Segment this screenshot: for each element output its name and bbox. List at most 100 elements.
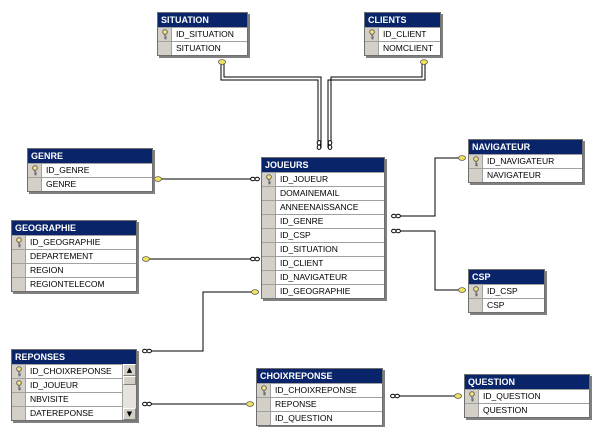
field-row[interactable]: ID_CSP: [262, 228, 384, 242]
table-clients-title[interactable]: CLIENTS: [365, 13, 440, 27]
field-row[interactable]: NBVISITE: [12, 392, 122, 406]
key-end-icon: [251, 289, 259, 295]
field-row[interactable]: REGION: [12, 263, 136, 277]
infinity-end-icon: [142, 401, 152, 407]
table-joueurs-title[interactable]: JOUEURS: [262, 158, 384, 172]
row-selector: [262, 285, 276, 298]
table-csp-title[interactable]: CSP: [469, 270, 544, 284]
key-icon: [262, 173, 276, 186]
field-row[interactable]: REPONSE: [257, 397, 382, 411]
field-name: DEPARTEMENT: [30, 251, 94, 261]
field-row[interactable]: ID_CHOIXREPONSE: [12, 364, 122, 378]
table-choixreponse[interactable]: CHOIXREPONSE ID_CHOIXREPONSE REPONSE ID_QU…: [256, 368, 383, 426]
field-row[interactable]: SITUATION: [158, 41, 247, 55]
link-reponses-joueurs: [148, 291, 252, 352]
row-selector: [158, 42, 172, 55]
table-reponses-title[interactable]: REPONSES: [12, 350, 136, 364]
table-reponses[interactable]: REPONSES ID_CHOIXREPONSE ID_JOUEUR NBVISIT…: [11, 349, 137, 421]
field-name: NOMCLIENT: [383, 43, 434, 53]
field-row[interactable]: GENRE: [28, 177, 152, 191]
field-name: ID_CHOIXREPONSE: [275, 385, 357, 395]
row-selector: [262, 271, 276, 284]
field-name: ID_NAVIGATEUR: [280, 272, 348, 282]
field-row[interactable]: ID_GEOGRAPHIE: [12, 235, 136, 249]
infinity-end-icon: [142, 348, 152, 354]
row-selector: [365, 42, 379, 55]
field-row[interactable]: ID_GENRE: [28, 163, 152, 177]
field-row[interactable]: ID_QUESTION: [465, 389, 589, 403]
field-name: DATEREPONSE: [30, 408, 94, 418]
field-row[interactable]: ID_CHOIXREPONSE: [257, 383, 382, 397]
row-selector: [12, 393, 26, 406]
field-name: ID_CLIENT: [383, 29, 427, 39]
reponses-scrollbar[interactable]: ▲ ▼: [122, 364, 136, 420]
link-joueurs-navigateur: [396, 157, 460, 217]
field-row[interactable]: ID_CLIENT: [365, 27, 440, 41]
table-situation-title[interactable]: SITUATION: [158, 13, 247, 27]
field-name: ID_QUESTION: [275, 413, 333, 423]
field-name: REGION: [30, 265, 64, 275]
field-row[interactable]: DEPARTEMENT: [12, 249, 136, 263]
key-icon: [257, 384, 271, 397]
row-selector: [262, 257, 276, 270]
table-genre-title[interactable]: GENRE: [28, 149, 152, 163]
field-row[interactable]: ANNEENAISSANCE: [262, 200, 384, 214]
infinity-end-icon: [327, 140, 333, 150]
table-question[interactable]: QUESTION ID_QUESTION QUESTION: [464, 374, 590, 418]
field-row[interactable]: ID_QUESTION: [257, 411, 382, 425]
row-selector: [262, 201, 276, 214]
field-name: ID_CLIENT: [280, 258, 324, 268]
scroll-thumb[interactable]: [123, 376, 136, 385]
field-row[interactable]: CSP: [469, 298, 544, 312]
infinity-end-icon: [250, 176, 260, 182]
table-geographie-title[interactable]: GEOGRAPHIE: [12, 221, 136, 235]
field-row[interactable]: DATEREPONSE: [12, 406, 122, 420]
infinity-end-icon: [316, 140, 322, 150]
field-row[interactable]: ID_SITUATION: [158, 27, 247, 41]
field-row[interactable]: ID_JOUEUR: [262, 172, 384, 186]
field-name: QUESTION: [483, 405, 528, 415]
row-selector: [262, 243, 276, 256]
table-choixreponse-title[interactable]: CHOIXREPONSE: [257, 369, 382, 383]
field-row[interactable]: REGIONTELECOM: [12, 277, 136, 291]
field-row[interactable]: ID_JOUEUR: [12, 378, 122, 392]
row-selector: [257, 412, 271, 425]
table-navigateur-title[interactable]: NAVIGATEUR: [469, 140, 582, 154]
field-row[interactable]: ID_CSP: [469, 284, 544, 298]
key-end-icon: [142, 256, 150, 262]
key-icon: [12, 379, 26, 392]
field-row[interactable]: ID_GEOGRAPHIE: [262, 284, 384, 298]
key-icon: [28, 164, 42, 177]
field-name: ID_QUESTION: [483, 391, 541, 401]
field-name: CSP: [487, 300, 505, 310]
field-row[interactable]: NAVIGATEUR: [469, 168, 582, 182]
table-clients[interactable]: CLIENTS ID_CLIENT NOMCLIENT: [364, 12, 441, 56]
field-row[interactable]: ID_NAVIGATEUR: [469, 154, 582, 168]
scroll-down-arrow-icon[interactable]: ▼: [123, 408, 136, 420]
field-row[interactable]: ID_SITUATION: [262, 242, 384, 256]
row-selector: [12, 250, 26, 263]
field-row[interactable]: ID_CLIENT: [262, 256, 384, 270]
field-name: ID_GEOGRAPHIE: [280, 286, 351, 296]
field-row[interactable]: ID_NAVIGATEUR: [262, 270, 384, 284]
infinity-end-icon: [391, 213, 401, 219]
field-name: SITUATION: [176, 43, 221, 53]
key-icon: [12, 365, 26, 378]
key-icon: [365, 28, 379, 41]
table-question-title[interactable]: QUESTION: [465, 375, 589, 389]
field-row[interactable]: DOMAINEMAIL: [262, 186, 384, 200]
table-geographie[interactable]: GEOGRAPHIE ID_GEOGRAPHIE DEPARTEMENT REGIO…: [11, 220, 137, 292]
link-situation-joueurs-inner: [223, 62, 322, 148]
field-row[interactable]: ID_GENRE: [262, 214, 384, 228]
key-icon: [469, 155, 483, 168]
field-row[interactable]: NOMCLIENT: [365, 41, 440, 55]
scroll-up-arrow-icon[interactable]: ▲: [123, 364, 136, 376]
row-selector: [28, 178, 42, 191]
field-row[interactable]: QUESTION: [465, 403, 589, 417]
field-name: ID_JOUEUR: [30, 380, 79, 390]
